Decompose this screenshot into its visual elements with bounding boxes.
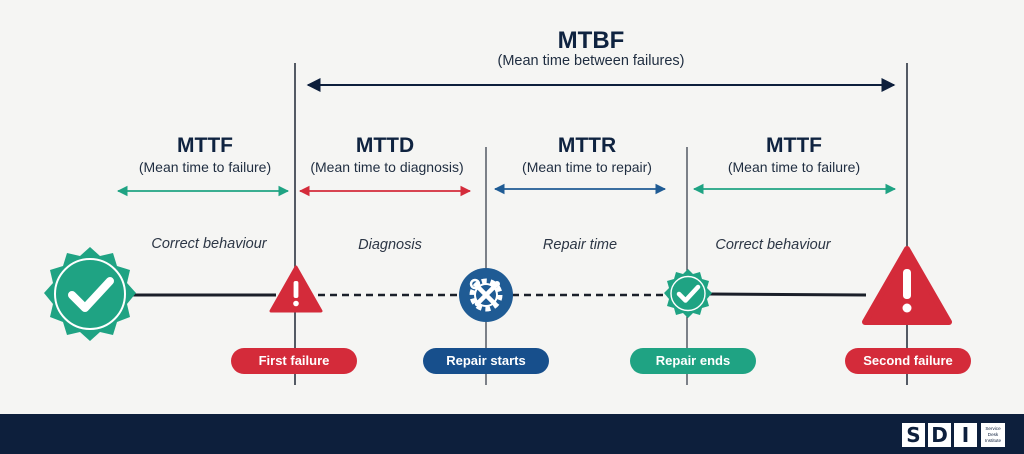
logo-letter-d: D bbox=[928, 422, 951, 447]
phase-label-4: Correct behaviour bbox=[715, 237, 831, 253]
phase-label-2: Diagnosis bbox=[358, 237, 422, 253]
interval-3-title: MTTR bbox=[557, 134, 617, 157]
footer-bar bbox=[0, 414, 1024, 454]
check-badge-icon bbox=[44, 247, 136, 341]
mtbf-subtitle: (Mean time between failures) bbox=[497, 53, 685, 69]
interval-2-title: MTTD bbox=[355, 134, 415, 157]
logo-letter-s: S bbox=[902, 422, 925, 447]
interval-4-subtitle: (Mean time to failure) bbox=[727, 159, 861, 175]
warning-triangle-icon bbox=[269, 265, 323, 313]
interval-4-title: MTTF bbox=[766, 134, 822, 157]
event-pill-first-failure: First failure bbox=[231, 348, 357, 374]
logo-letter-i: I bbox=[954, 422, 977, 447]
event-pill-repair-ends: Repair ends bbox=[630, 348, 756, 374]
interval-2-subtitle: (Mean time to diagnosis) bbox=[310, 159, 464, 175]
timeline-solid-right bbox=[709, 292, 867, 297]
interval-3-subtitle: (Mean time to repair) bbox=[522, 159, 652, 175]
event-pill-repair-starts: Repair starts bbox=[423, 348, 549, 374]
phase-label-3: Repair time bbox=[542, 237, 618, 253]
phase-label-1: Correct behaviour bbox=[151, 236, 267, 252]
interval-1-title: MTTF bbox=[177, 134, 233, 157]
wrench-gear-icon bbox=[459, 268, 513, 322]
timeline-graphics bbox=[44, 63, 952, 385]
interval-1-subtitle: (Mean time to failure) bbox=[138, 159, 272, 175]
logo-tagline: Service Desk Institute bbox=[981, 422, 1005, 447]
event-pill-second-failure: Second failure bbox=[845, 348, 971, 374]
check-badge-icon-small bbox=[664, 269, 712, 318]
sdi-logo: S D I Service Desk Institute bbox=[902, 421, 1005, 448]
warning-triangle-icon-large bbox=[862, 246, 952, 325]
mtbf-title: MTBF bbox=[557, 27, 625, 54]
